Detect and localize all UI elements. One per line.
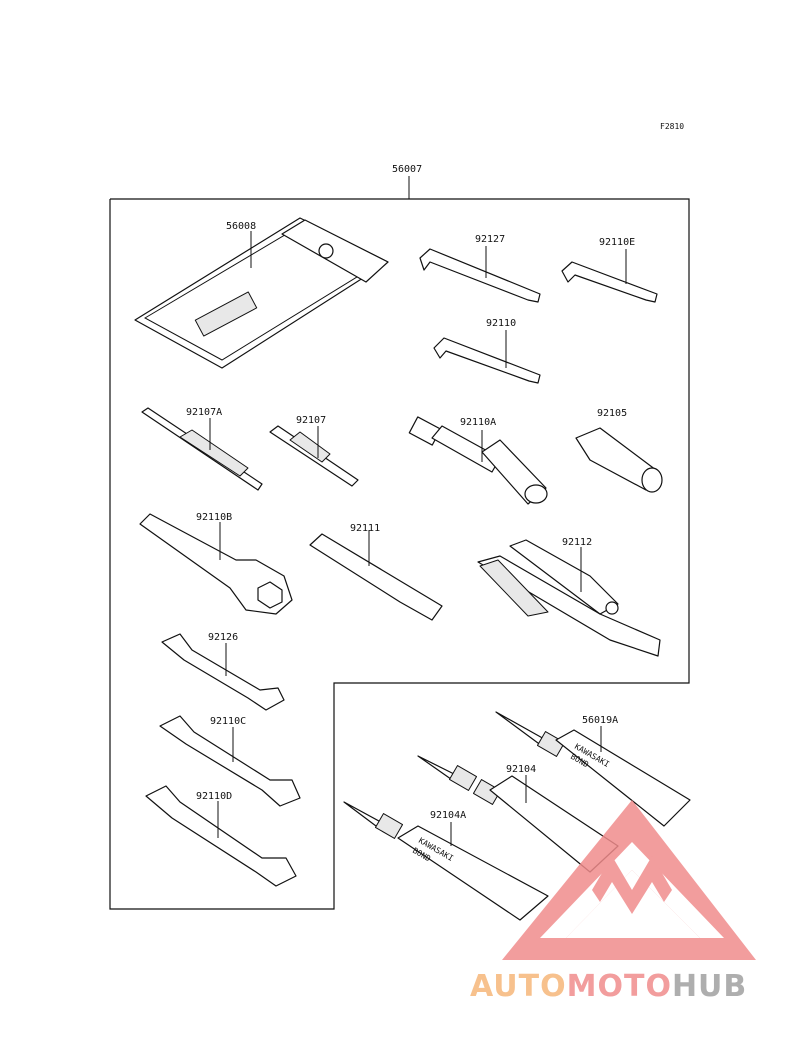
bar-92111 (309, 530, 443, 621)
part-label-92107: 92107 (296, 415, 326, 426)
part-label-56008: 56008 (226, 221, 256, 232)
logo-text-auto: AUTO (470, 969, 567, 1004)
open-wrench-92126 (161, 633, 285, 711)
socket-wrench-92110A (408, 416, 548, 505)
kit-frame (109, 198, 690, 910)
part-label-92110A: 92110A (460, 417, 496, 428)
logo-text-hub: HUB (672, 969, 747, 1004)
part-label-92104: 92104 (506, 764, 536, 775)
bond-tube-92104 (417, 755, 619, 873)
part-label-92112: 92112 (562, 537, 592, 548)
part-label-92111: 92111 (350, 523, 380, 534)
kit-number-label: 56007 (392, 164, 422, 175)
part-label-56019A: 56019A (582, 715, 618, 726)
bond-tube-56019A (495, 711, 691, 827)
hex-key-92127 (419, 246, 541, 303)
figure-code: F2810 (660, 122, 684, 131)
part-label-92110E: 92110E (599, 237, 635, 248)
bond-tube-92104A (343, 801, 549, 921)
part-label-92105: 92105 (597, 408, 627, 419)
screwdriver-92107 (269, 425, 359, 487)
logo-text-moto: MOTO (567, 969, 672, 1004)
part-label-92110: 92110 (486, 318, 516, 329)
part-label-92127: 92127 (475, 234, 505, 245)
hex-key-92110E (561, 249, 658, 303)
open-wrench-92110C (159, 715, 301, 807)
part-label-92110D: 92110D (196, 791, 232, 802)
open-wrench-92110D (145, 785, 297, 887)
part-label-92104A: 92104A (430, 810, 466, 821)
part-label-92110C: 92110C (210, 716, 246, 727)
pliers-92112 (477, 539, 661, 657)
tool-bag (134, 217, 389, 369)
part-label-92107A: 92107A (186, 407, 222, 418)
screwdriver-92107A (141, 407, 263, 491)
automotohub-logo: AUTOMOTOHUB (470, 800, 756, 1004)
part-label-92110B: 92110B (196, 512, 232, 523)
spark-plug-wrench-92105 (575, 427, 663, 493)
part-label-92126: 92126 (208, 632, 238, 643)
box-wrench-92110B (139, 513, 293, 615)
hex-key-92110 (433, 330, 541, 384)
logo-text: AUTOMOTOHUB (470, 969, 747, 1004)
